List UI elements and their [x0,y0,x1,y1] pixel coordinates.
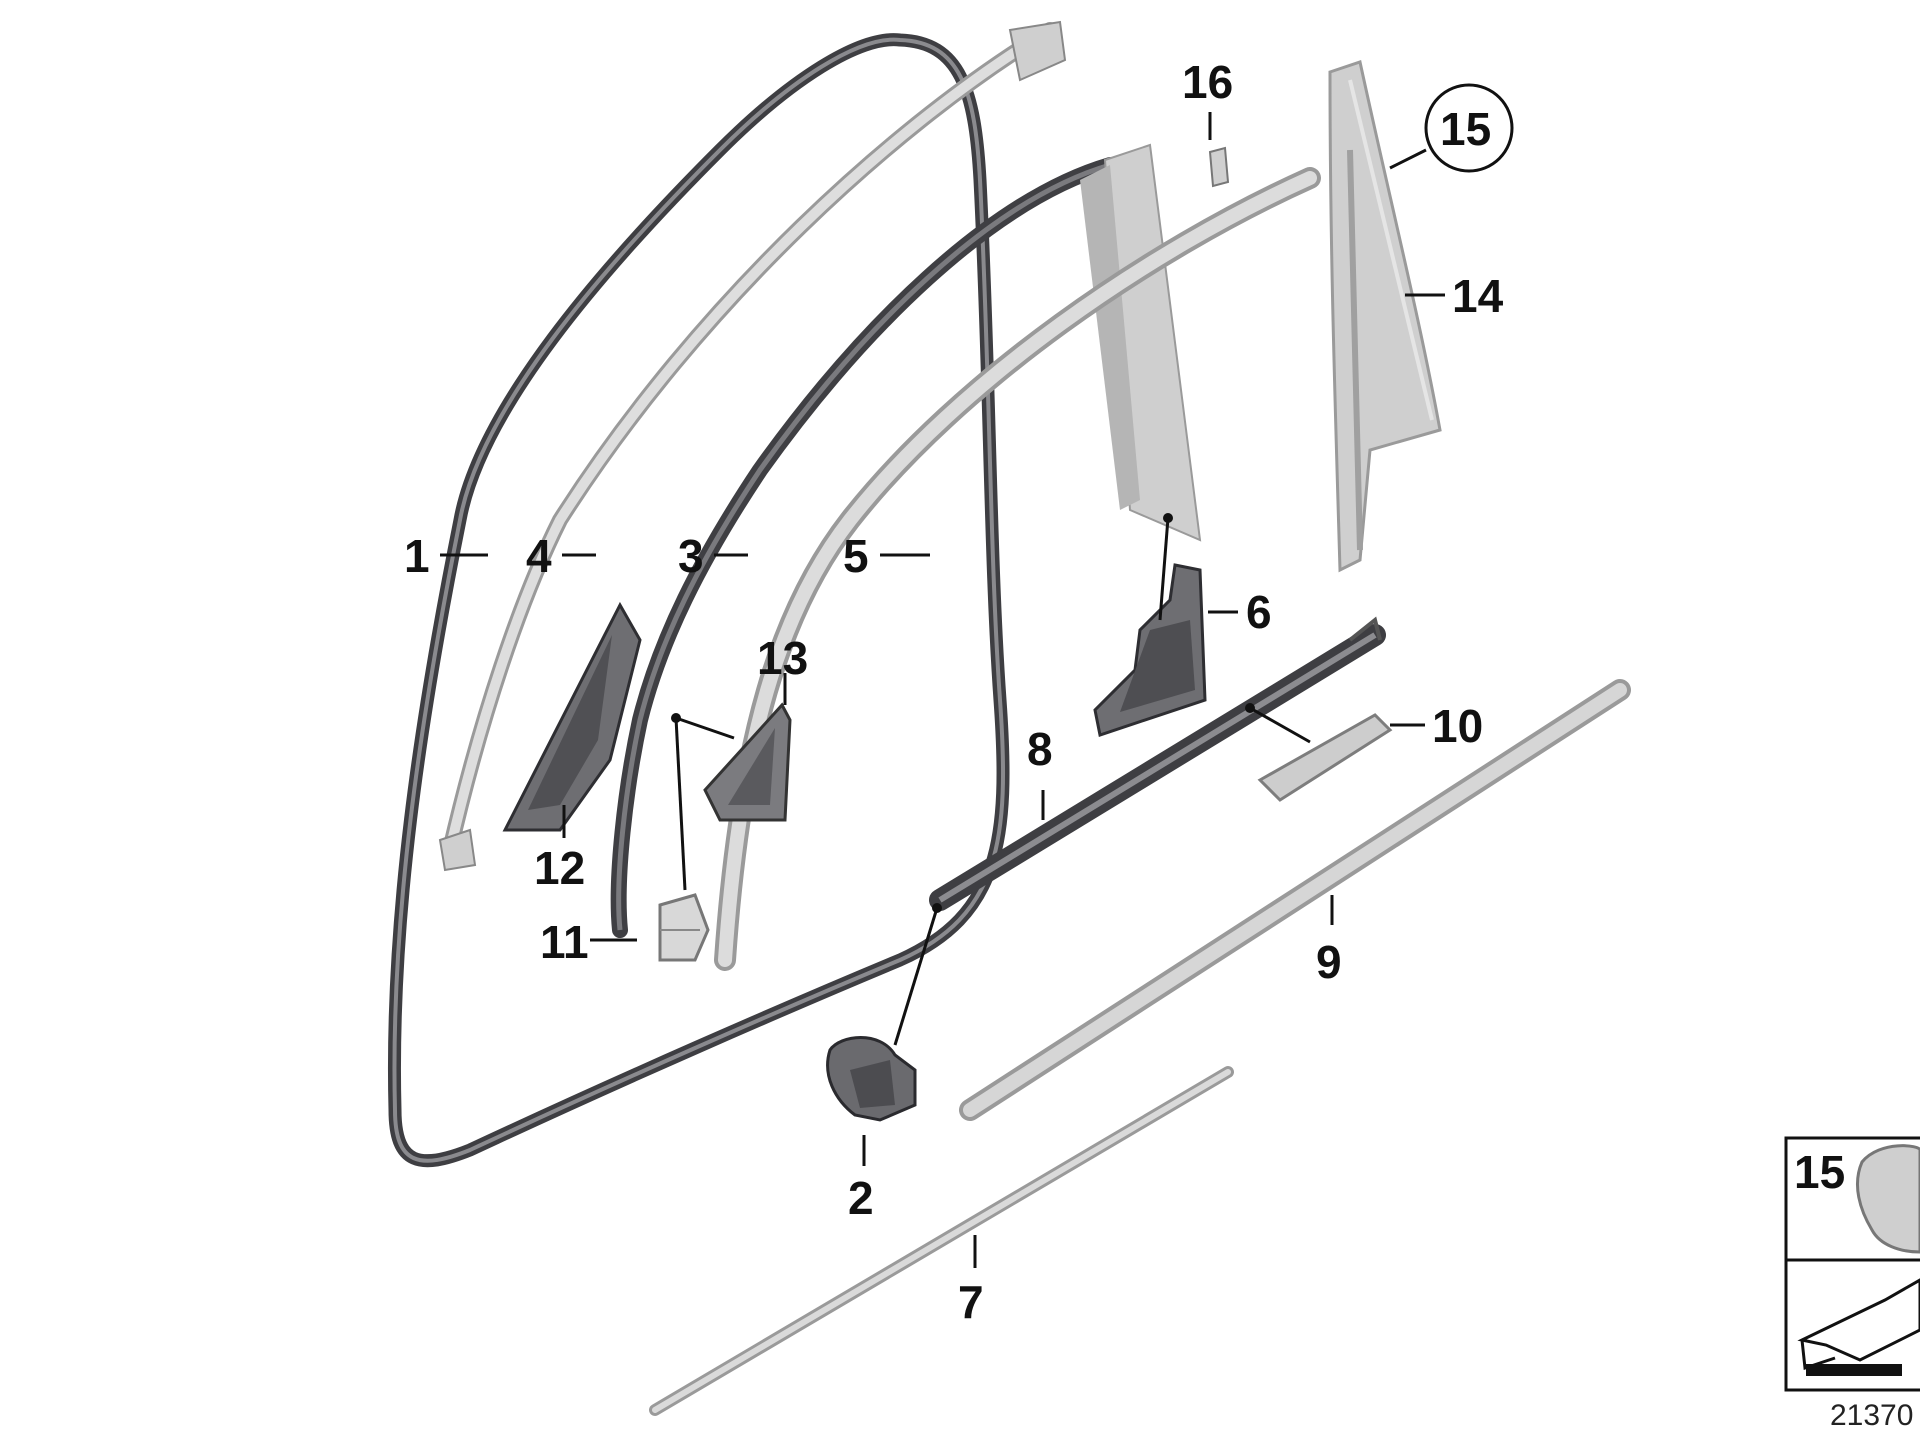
callout-15-circle [1424,83,1514,173]
callout-13: 13 [757,632,808,684]
part-14-b-pillar-trim [1328,60,1442,573]
part-13-corner-piece [703,702,792,822]
part-4-outer-trim-strip [438,20,1067,872]
callout-14: 14 [1452,270,1504,322]
diagram-reference-number: 21370 [1830,1399,1913,1432]
part-9-outer-belt-strip [959,679,1631,1121]
part-1-door-seal [387,33,1010,1168]
callout-8: 8 [1027,723,1053,775]
callout-labels: 1 4 3 5 6 13 12 11 8 10 9 2 7 14 16 15 [404,56,1514,1328]
callout-16: 16 [1182,56,1233,108]
callout-10: 10 [1432,700,1483,752]
callout-15: 15 [1440,103,1491,155]
inset-direction-arrow-icon [1797,1278,1920,1376]
callout-5: 5 [843,530,869,582]
inset-label: 15 [1794,1146,1845,1198]
part-10-trim-clip [1257,713,1393,802]
part-11-clip [658,893,710,962]
part-8-window-belt-seal [929,616,1386,911]
callout-9: 9 [1316,936,1342,988]
part-12-triangle-cover [502,601,642,832]
callout-11: 11 [540,916,589,968]
part-6-pillar-bracket [1093,563,1207,737]
callout-12: 12 [534,842,585,894]
callout-3: 3 [678,530,704,582]
callout-1: 1 [404,530,430,582]
callout-6: 6 [1246,586,1272,638]
part-16-small-clip [1208,146,1230,188]
callout-4: 4 [526,530,552,582]
inset-part-image [1855,1144,1920,1254]
callout-2: 2 [848,1172,874,1224]
inset-panel: 15 [1784,1136,1920,1392]
part-2-grommet [826,1036,917,1122]
part-3-window-channel [610,143,1202,938]
callout-7: 7 [958,1276,984,1328]
leader-lines [440,112,1445,1268]
part-7-sill-strip [649,1066,1234,1416]
